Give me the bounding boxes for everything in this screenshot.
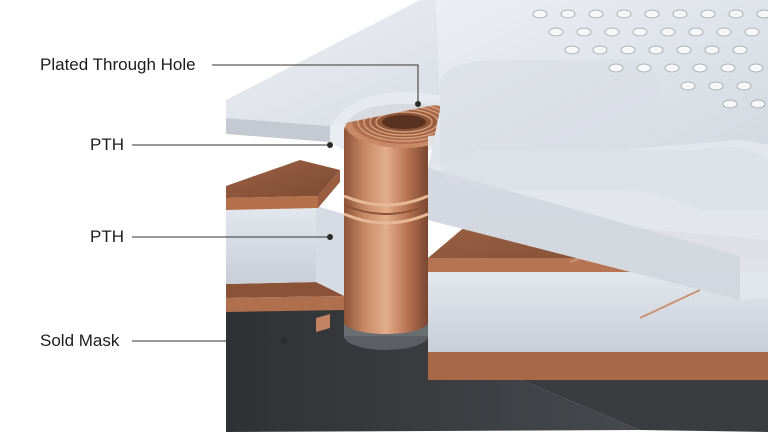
top-substrate-right: [428, 0, 768, 300]
label-plated-through-hole: Plated Through Hole: [40, 55, 196, 74]
middle-substrate-left: [226, 206, 344, 296]
leader-dot-plated-through-hole: [415, 101, 421, 107]
leader-dot-pth-upper: [327, 142, 333, 148]
label-pth-lower: PTH: [90, 227, 124, 246]
perforation-dots: [532, 9, 768, 109]
middle-copper-left: [226, 160, 340, 210]
label-sold-mask: Sold Mask: [40, 331, 120, 350]
leader-dots: [281, 101, 421, 344]
leader-dot-pth-lower: [327, 234, 333, 240]
leader-lines: [132, 64, 419, 342]
label-pth-upper: PTH: [90, 135, 124, 154]
leader-dot-sold-mask: [281, 338, 287, 344]
leader-plated-through-hole: [212, 64, 419, 102]
